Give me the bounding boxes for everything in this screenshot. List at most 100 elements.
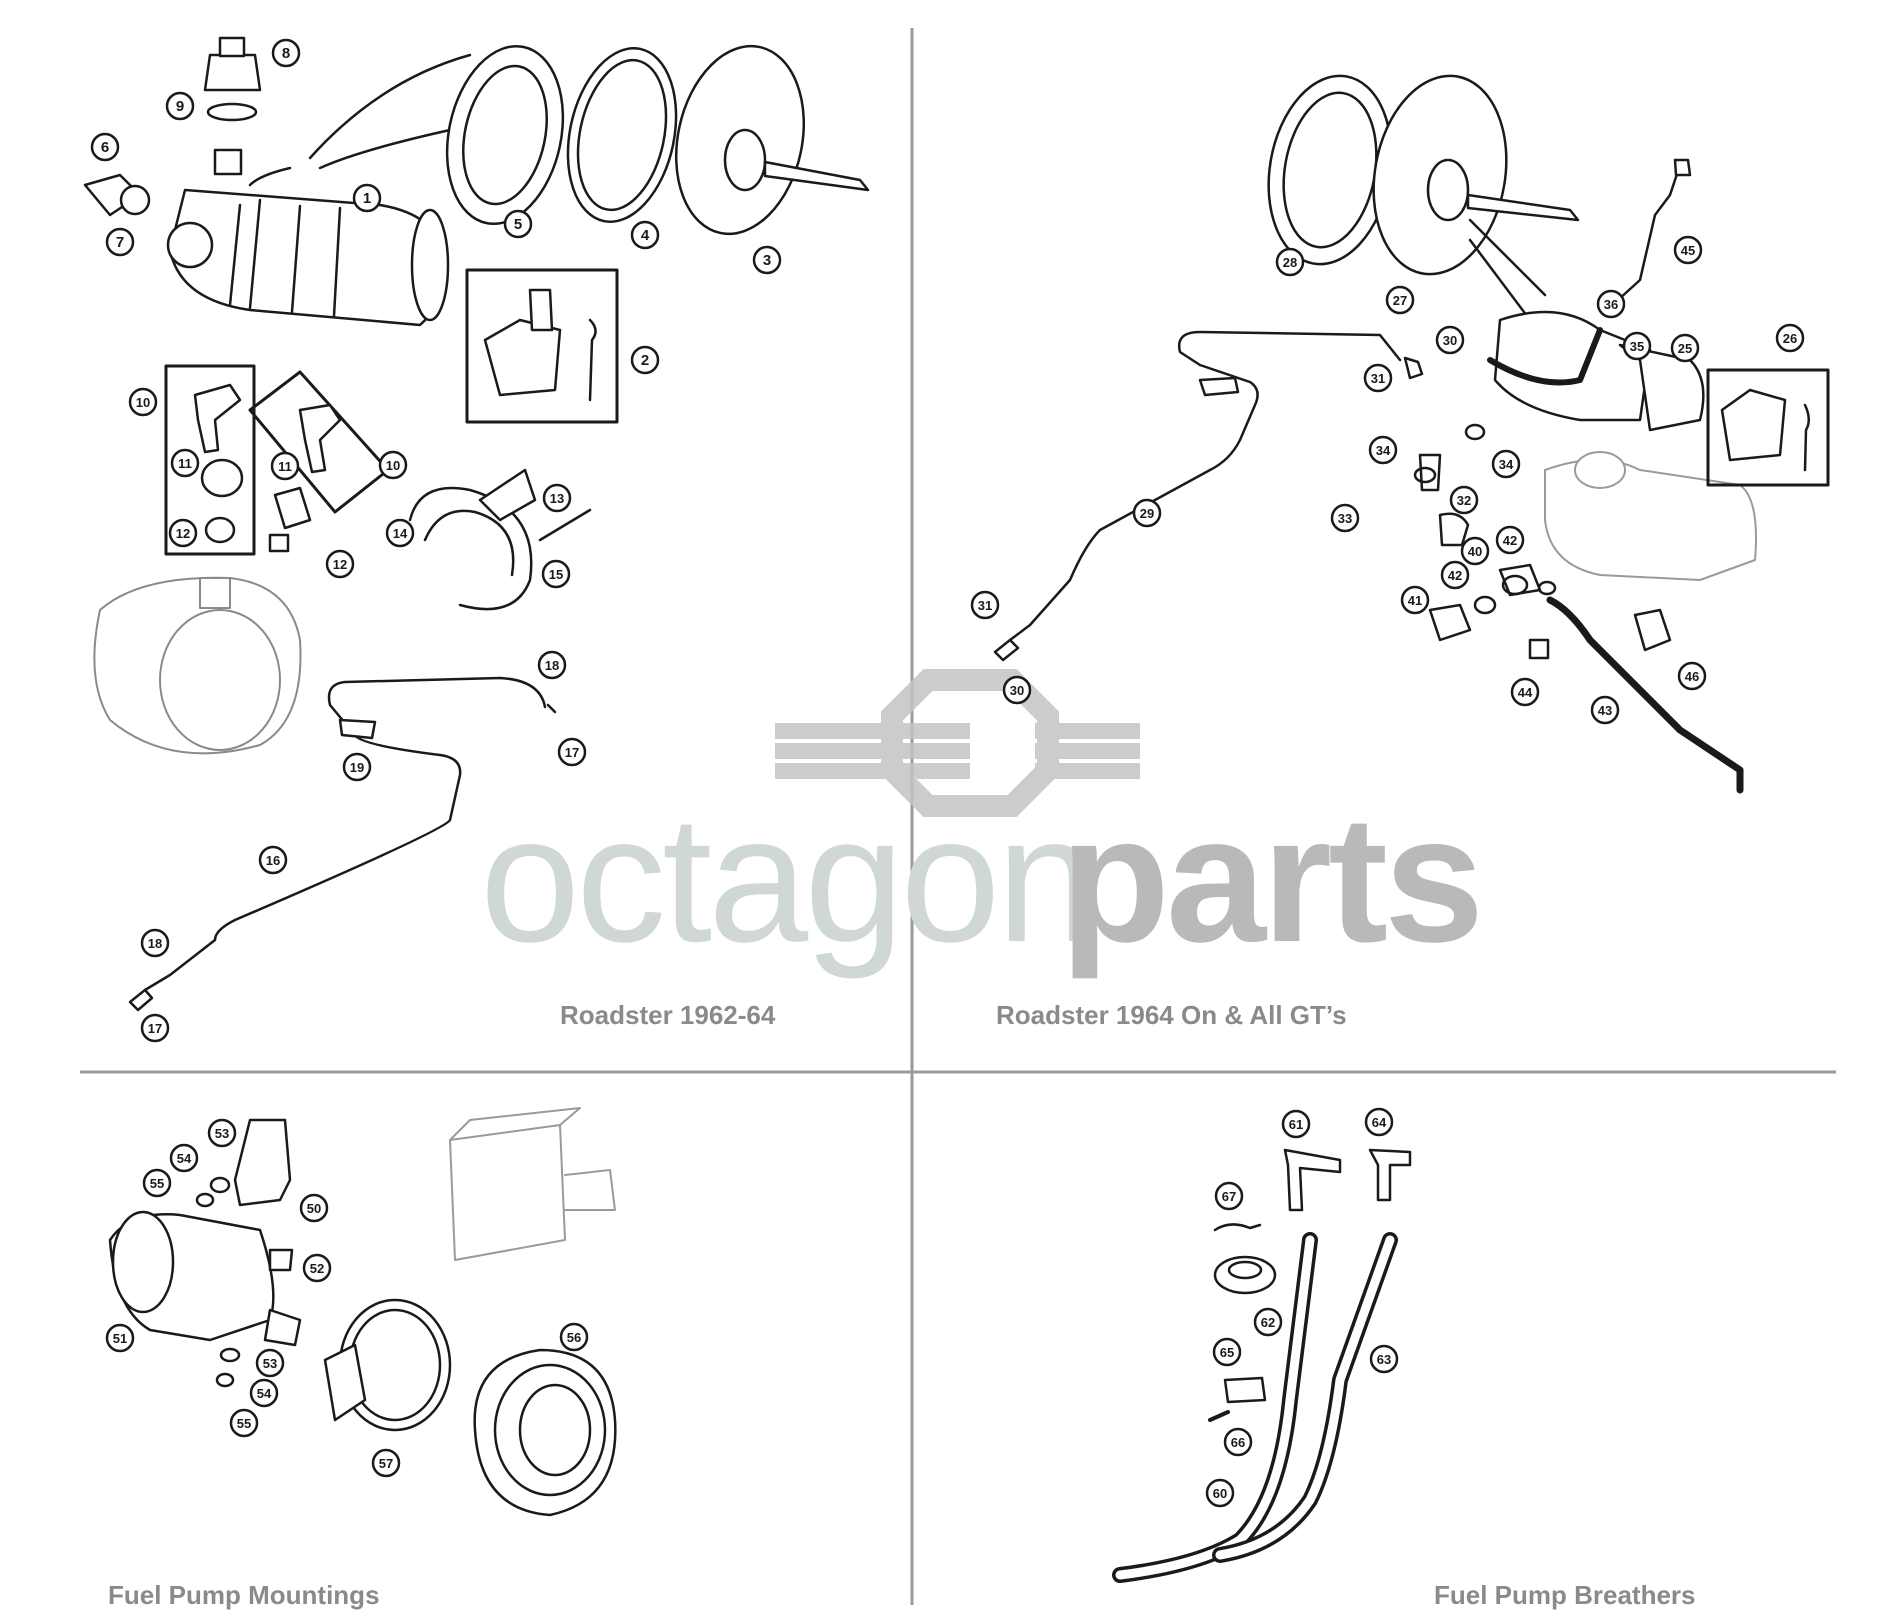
t-piece-drawings (1283, 1148, 1412, 1212)
callout-number: 32 (1457, 493, 1471, 508)
callout-number: 55 (150, 1176, 164, 1191)
callout-number: 60 (1213, 1486, 1227, 1501)
callout-64: 64 (1364, 1107, 1394, 1137)
callout-55: 55 (229, 1408, 259, 1438)
callout-circle (1460, 536, 1490, 566)
callout-6: 6 (90, 132, 120, 162)
caption-roadster-1962-64: Roadster 1962-64 (560, 1000, 776, 1030)
callout-2: 2 (630, 345, 660, 375)
callout-53: 53 (255, 1348, 285, 1378)
hose-clip-drawing (323, 1298, 452, 1432)
fuel-pipe-16 (143, 676, 547, 992)
callout-4: 4 (630, 220, 660, 250)
callout-number: 44 (1518, 685, 1533, 700)
callout-circle (1385, 285, 1415, 315)
clip-65-drawing (1223, 1376, 1267, 1404)
callout-34: 34 (1491, 449, 1521, 479)
callout-circle (342, 752, 372, 782)
caption-roadster-1964-on: Roadster 1964 On & All GT’s (996, 1000, 1347, 1030)
callout-circle (302, 1253, 332, 1283)
callout-circle (229, 1408, 259, 1438)
panel-bottom-right-artwork (1112, 1148, 1412, 1583)
callout-number: 26 (1783, 331, 1797, 346)
callout-circle (1491, 449, 1521, 479)
callout-number: 67 (1222, 1189, 1236, 1204)
callout-51: 51 (105, 1323, 135, 1353)
callout-circle (105, 227, 135, 257)
callout-14: 14 (385, 518, 415, 548)
callout-63: 63 (1369, 1344, 1399, 1374)
callout-circle (371, 1448, 401, 1478)
callout-circle (169, 1143, 199, 1173)
fuel-pump-right-drawing (1487, 310, 1705, 432)
callout-circle (1132, 498, 1162, 528)
callout-number: 42 (1448, 568, 1462, 583)
callout-number: 29 (1140, 506, 1154, 521)
watermark-text-bold: parts (1060, 779, 1484, 980)
callout-circle (140, 928, 170, 958)
callout-number: 3 (763, 252, 771, 269)
bracket-drawing (483, 288, 597, 402)
callout-number: 18 (545, 658, 559, 673)
callout-circle (1670, 333, 1700, 363)
callout-53: 53 (207, 1118, 237, 1148)
callout-29: 29 (1132, 498, 1162, 528)
callout-67: 67 (1214, 1181, 1244, 1211)
clamp-drawing (408, 468, 592, 611)
watermark-text-light: octagon (480, 779, 1097, 980)
callout-57: 57 (371, 1448, 401, 1478)
callout-circle (1253, 1307, 1283, 1337)
rubber-mount-drawing (473, 1348, 617, 1517)
callout-35: 35 (1622, 331, 1652, 361)
callout-19: 19 (342, 752, 372, 782)
fuel-pipe-45 (1616, 163, 1682, 302)
callout-number: 50 (307, 1201, 321, 1216)
callout-18: 18 (140, 928, 170, 958)
callout-40: 40 (1460, 536, 1490, 566)
callout-circle (1495, 525, 1525, 555)
callout-number: 11 (178, 456, 192, 471)
pipe-clip-19 (338, 718, 377, 740)
callout-number: 17 (148, 1021, 162, 1036)
callout-number: 46 (1685, 669, 1699, 684)
callout-circle (258, 845, 288, 875)
callout-circle (105, 1323, 135, 1353)
callout-5: 5 (503, 209, 533, 239)
callout-circle (557, 737, 587, 767)
callout-circle (559, 1322, 589, 1352)
callout-number: 52 (310, 1261, 324, 1276)
callout-number: 15 (549, 567, 563, 582)
callout-number: 11 (278, 459, 292, 474)
callout-43: 43 (1590, 695, 1620, 725)
callout-circle (1449, 485, 1479, 515)
callout-3: 3 (752, 245, 782, 275)
panel-dividers (80, 28, 1836, 1605)
callout-circle (630, 220, 660, 250)
callout-number: 30 (1010, 683, 1024, 698)
callout-circle (170, 448, 200, 478)
callout-number: 56 (567, 1330, 581, 1345)
callout-44: 44 (1510, 677, 1540, 707)
callout-13: 13 (542, 483, 572, 513)
callout-number: 33 (1338, 511, 1352, 526)
callout-number: 54 (177, 1151, 192, 1166)
callout-number: 8 (282, 45, 290, 62)
callout-circle (128, 387, 158, 417)
callout-number: 43 (1598, 703, 1612, 718)
gasket-drawings (445, 44, 870, 236)
callout-number: 53 (215, 1126, 229, 1141)
callout-41: 41 (1400, 585, 1430, 615)
callout-circle (299, 1193, 329, 1223)
callout-number: 7 (116, 234, 124, 251)
callout-11: 11 (270, 451, 300, 481)
callout-circle (1275, 247, 1305, 277)
callout-number: 31 (978, 598, 992, 613)
callout-circle (90, 132, 120, 162)
callout-10: 10 (128, 387, 158, 417)
callout-number: 14 (393, 526, 408, 541)
callout-17: 17 (557, 737, 587, 767)
screw-66-drawing (1208, 1410, 1230, 1422)
callout-number: 6 (101, 139, 109, 156)
